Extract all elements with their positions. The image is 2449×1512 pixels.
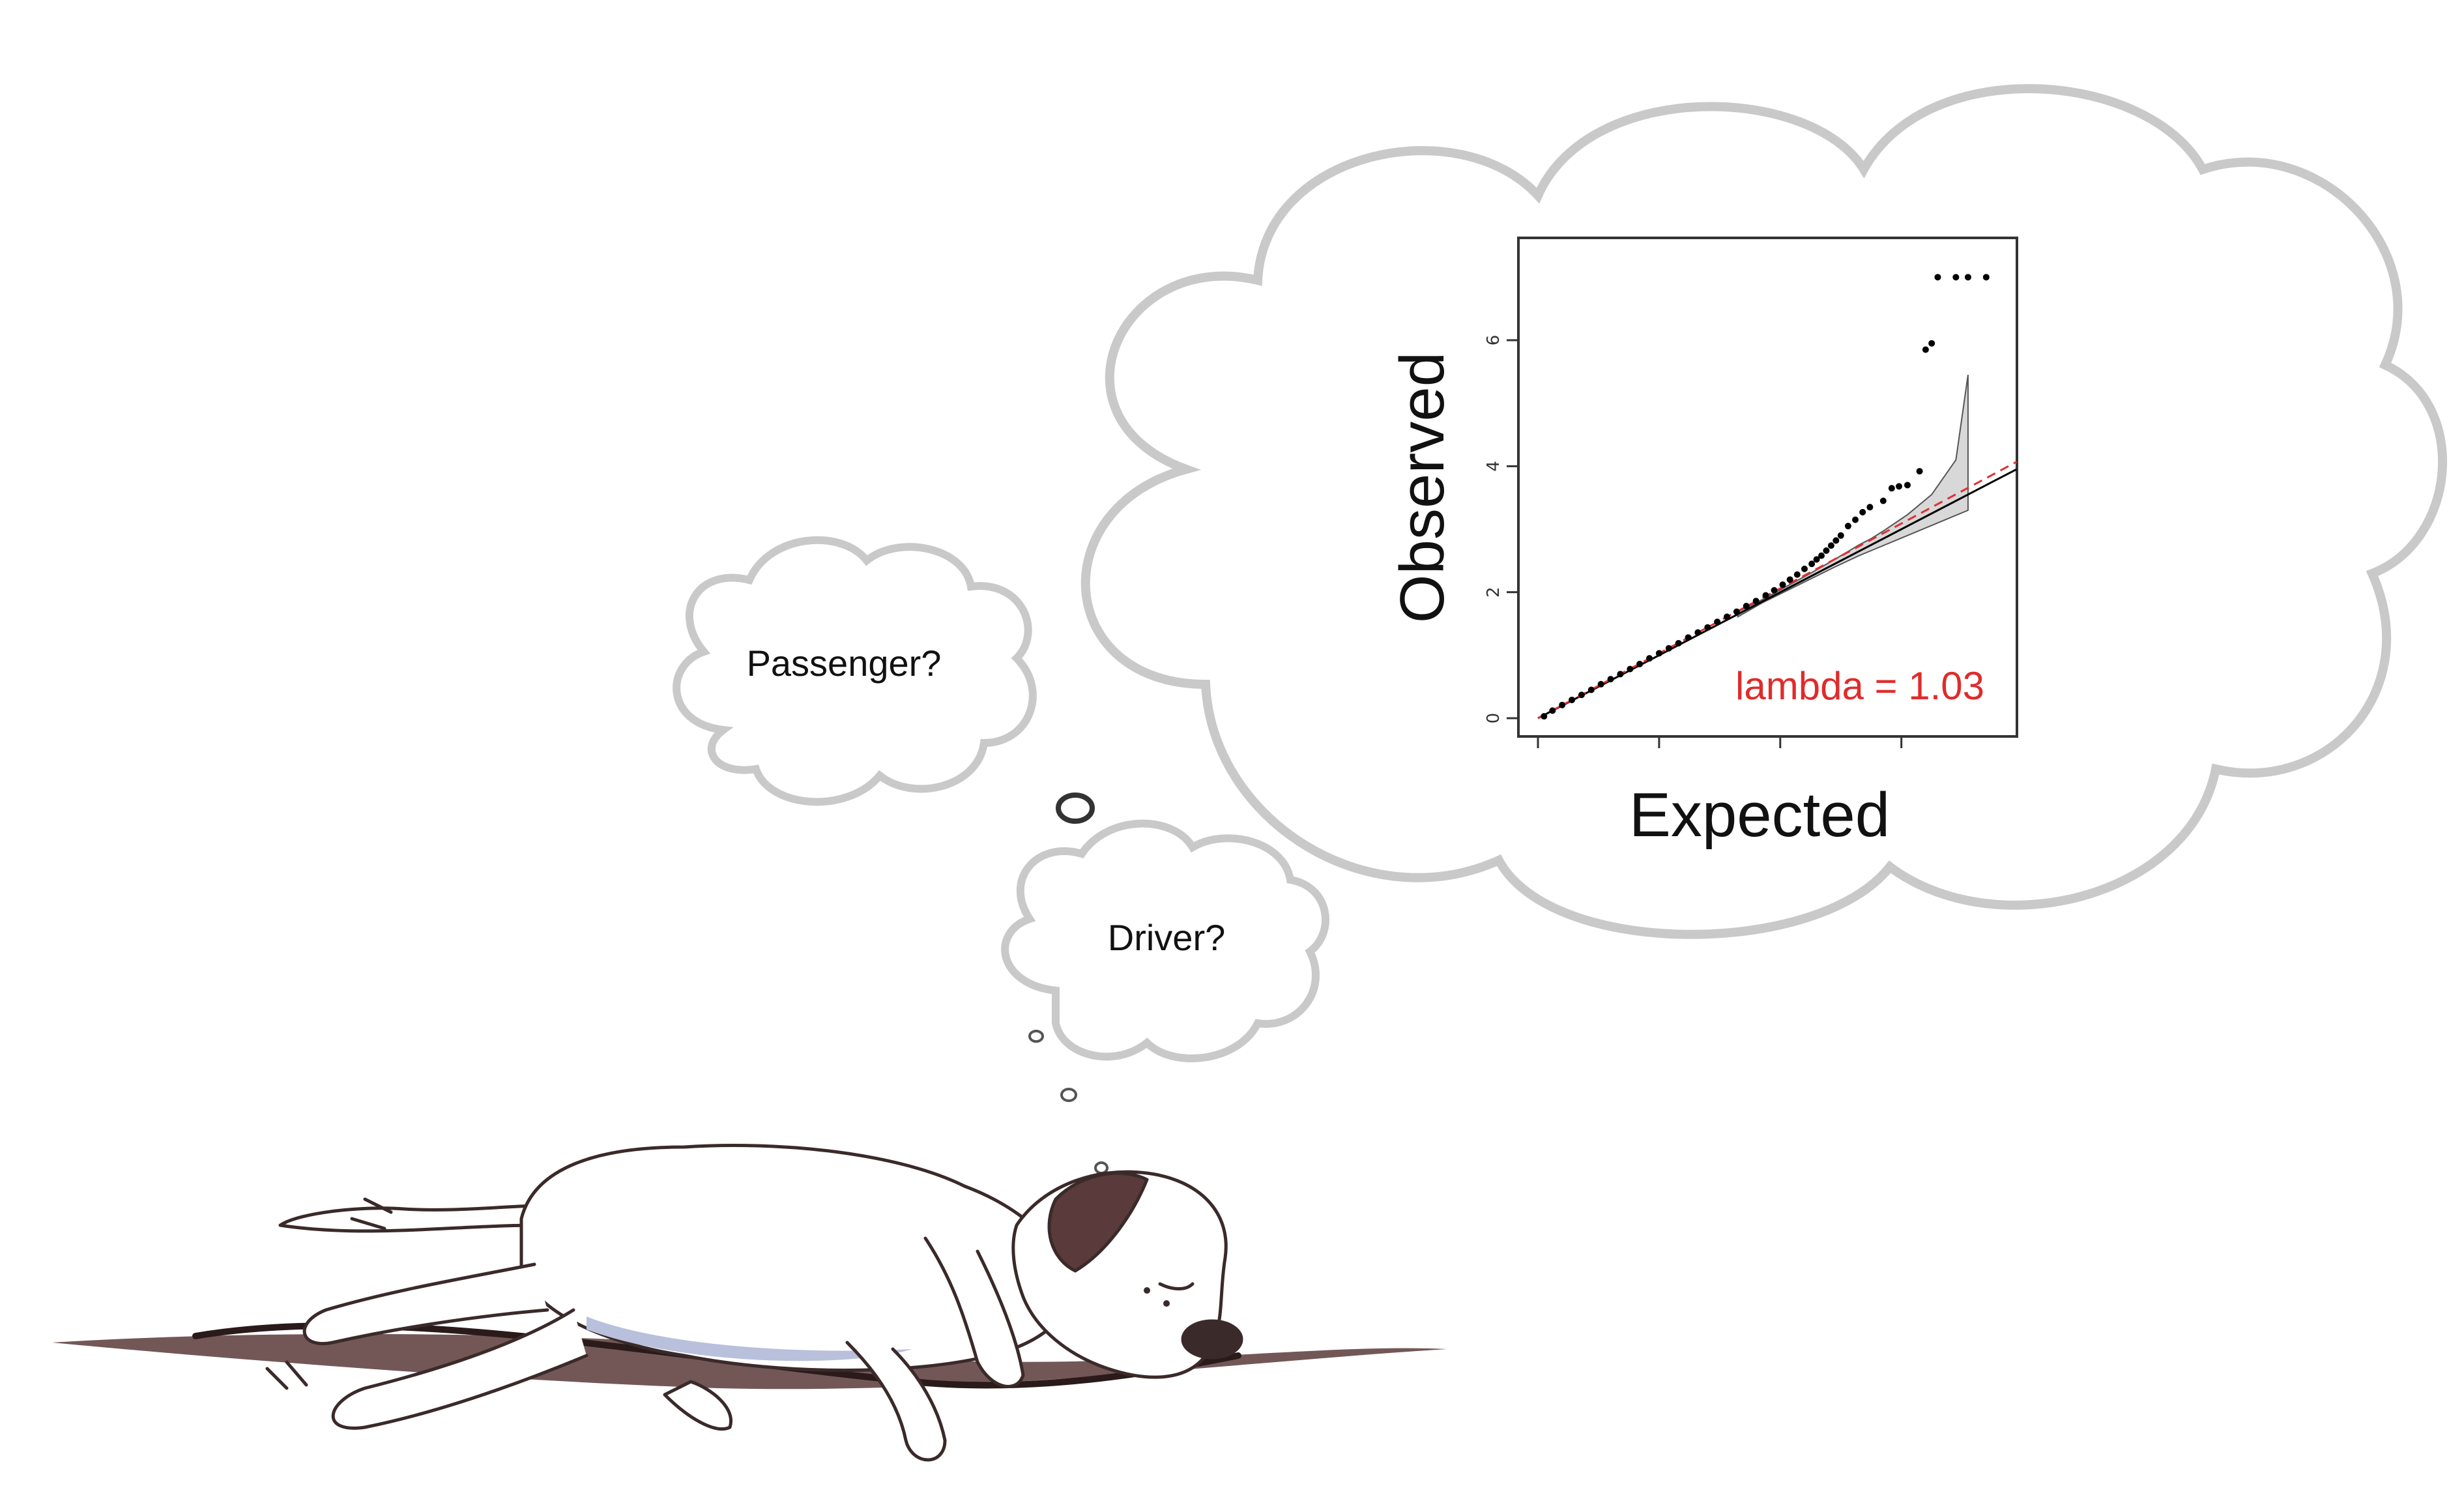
data-point	[1922, 346, 1929, 353]
data-point	[1852, 516, 1859, 523]
plot-elements: 0 2 4 6	[1484, 274, 2018, 748]
x-axis-label: Expected	[1629, 780, 1890, 850]
y-axis-label: Observed	[1387, 352, 1457, 623]
driver-label: Driver?	[1108, 917, 1225, 958]
y-tick-label: 6	[1484, 335, 1503, 346]
y-tick-label: 0	[1484, 713, 1503, 724]
data-point	[1904, 482, 1911, 489]
data-point	[1859, 508, 1866, 516]
passenger-label: Passenger?	[747, 643, 942, 684]
data-point	[1578, 691, 1585, 699]
data-point	[1928, 340, 1935, 347]
plot-frame	[1517, 237, 2018, 738]
data-point	[1888, 485, 1895, 492]
data-point	[1549, 707, 1556, 714]
data-point	[1636, 660, 1644, 667]
data-point	[1818, 552, 1825, 559]
data-point	[1597, 680, 1604, 688]
lambda-annotation: lambda = 1.03	[1735, 664, 1984, 708]
data-point	[1934, 274, 1941, 281]
data-point	[1607, 676, 1614, 683]
data-point	[1752, 598, 1760, 605]
data-point	[1952, 274, 1960, 281]
data-point	[1833, 537, 1840, 544]
data-point	[1827, 542, 1834, 549]
data-point	[1879, 497, 1887, 504]
data-point	[1844, 523, 1851, 530]
reference-line	[1537, 468, 2017, 720]
qq-plot: 0 2 4 6 Observed Expected lambda = 1.03	[1387, 237, 2018, 850]
data-point	[1541, 713, 1548, 720]
data-point	[1627, 665, 1634, 673]
data-point	[1685, 634, 1692, 641]
data-point	[1714, 618, 1721, 626]
data-point	[1808, 560, 1816, 568]
data-point	[1694, 629, 1702, 636]
data-point	[1837, 532, 1844, 539]
data-point	[1786, 576, 1793, 583]
data-point	[1982, 274, 1990, 281]
data-point	[1743, 602, 1750, 609]
sleeping-dog-illustration	[52, 1144, 1447, 1462]
data-point	[1617, 671, 1624, 678]
data-point	[1675, 639, 1682, 647]
data-point	[1569, 696, 1576, 703]
y-tick-label: 2	[1484, 587, 1503, 598]
data-point	[1813, 556, 1820, 563]
data-point	[1895, 483, 1902, 490]
data-point	[1559, 701, 1566, 708]
data-point	[1866, 504, 1874, 511]
data-point	[1665, 645, 1672, 652]
driver-thought-cloud: Driver?	[1001, 819, 1329, 1062]
y-tick-label: 4	[1484, 461, 1503, 472]
data-point	[1793, 571, 1801, 578]
data-point	[1771, 587, 1778, 594]
data-point	[1704, 624, 1711, 631]
data-point	[1587, 686, 1595, 693]
data-point	[1733, 608, 1740, 615]
data-point	[1964, 274, 1971, 281]
passenger-thought-cloud: Passenger?	[673, 536, 1037, 806]
data-point	[1916, 468, 1923, 475]
data-point	[1779, 581, 1786, 589]
data-point	[1823, 547, 1830, 554]
data-point	[1762, 592, 1769, 599]
data-point	[1646, 655, 1653, 662]
data-point	[1655, 650, 1662, 657]
data-point	[1801, 565, 1808, 572]
data-point	[1724, 613, 1730, 620]
thought-bubbles	[1028, 792, 1109, 1174]
